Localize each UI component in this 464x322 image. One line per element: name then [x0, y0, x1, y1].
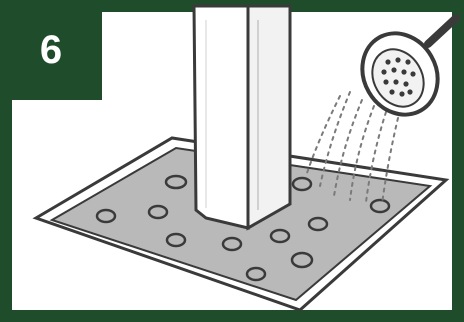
spot: [165, 232, 187, 248]
spot: [269, 228, 291, 244]
spot: [147, 204, 169, 220]
spot: [221, 236, 243, 252]
spot: [291, 176, 313, 192]
spot: [307, 216, 329, 232]
step-number: 6: [39, 27, 63, 72]
shower-head-icon: [360, 14, 460, 117]
spot: [369, 198, 391, 214]
water-spray-icon: [305, 91, 399, 205]
spot: [164, 174, 188, 190]
spot: [290, 251, 314, 269]
step-number-badge: 6: [0, 0, 102, 100]
plate-spots: [95, 174, 391, 282]
spot: [95, 208, 117, 224]
spot: [245, 266, 267, 282]
post: [192, 4, 292, 231]
